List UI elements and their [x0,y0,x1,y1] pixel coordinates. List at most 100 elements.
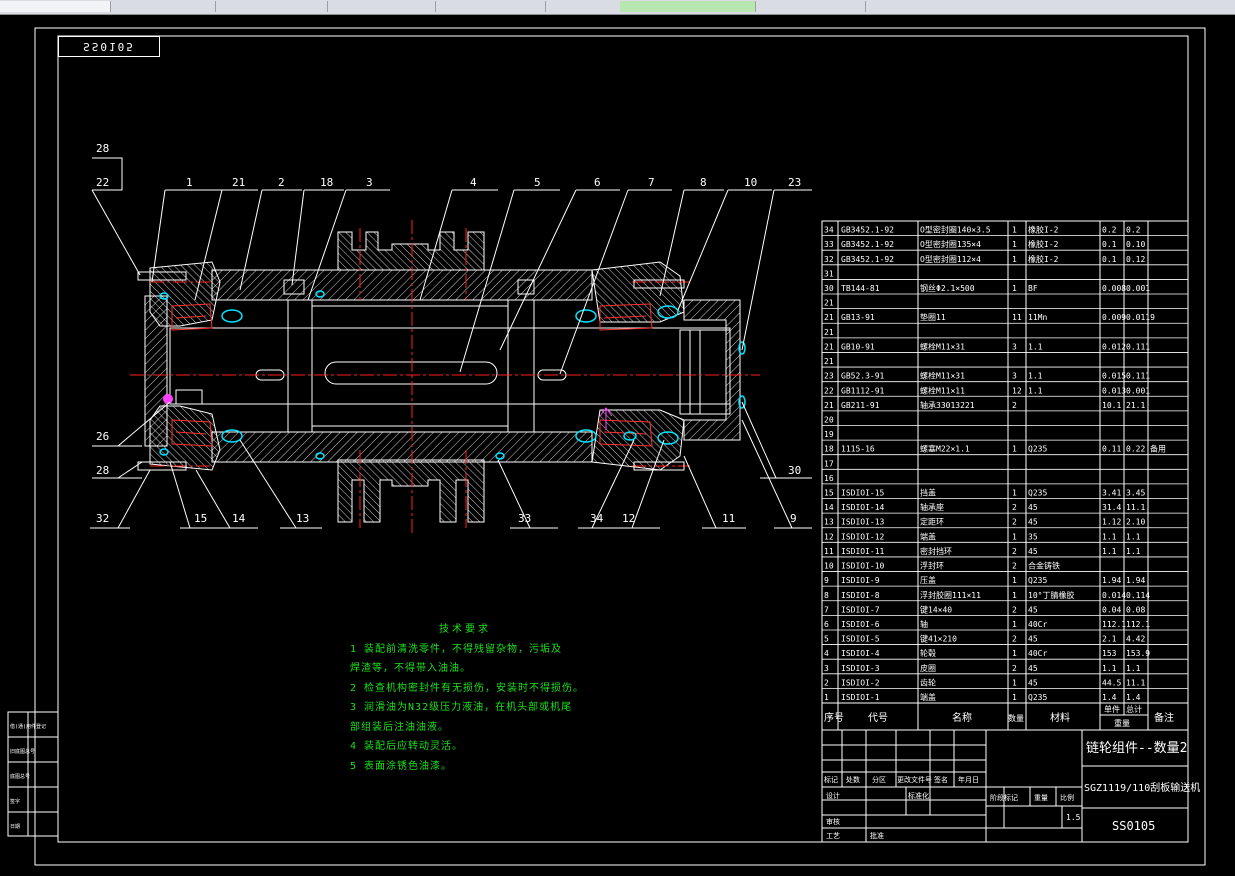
parts-cell-qty: 2 [1012,503,1017,512]
tab[interactable] [0,1,111,12]
tab[interactable] [327,1,436,12]
parts-cell-code: GB1112-91 [841,386,885,395]
balloon: 2 [278,176,285,189]
parts-cell-code: ISDIOI-3 [841,664,880,673]
parts-cell-no: 22 [824,386,834,395]
drawing-canvas[interactable]: 28 22 1 21 2 18 3 4 5 6 7 8 10 23 26 28 … [0,15,1210,872]
scale-value: 1.5 [1066,813,1081,822]
tab[interactable] [215,1,328,12]
parts-cell-no: 17 [824,459,834,468]
parts-cell-w1: 31.4 [1102,503,1121,512]
parts-cell-mat: 45 [1028,503,1038,512]
tab[interactable] [435,1,546,12]
header-material: 材料 [1050,711,1070,724]
balloon: 1 [186,176,193,189]
drawing-stamp: SS0105 [58,36,160,57]
parts-cell-qty: 1 [1012,693,1017,702]
parts-cell-code: GB3452.1-92 [841,255,894,264]
tab[interactable] [755,1,866,12]
vertical-scrollbar[interactable] [1210,15,1235,872]
parts-cell-mat: 40Cr [1028,620,1047,629]
parts-cell-qty: 1 [1012,649,1017,658]
parts-cell-code: ISDIOI-10 [841,562,885,571]
parts-cell-name: 轴 [920,619,928,629]
parts-cell-name: 垫圈11 [920,312,946,322]
parts-cell-w2: 3.45 [1126,489,1145,498]
parts-cell-no: 18 [824,445,834,454]
parts-cell-name: 键41×210 [920,634,957,644]
parts-cell-mat: 11Mn [1028,313,1047,322]
parts-cell-mat: 45 [1028,518,1038,527]
parts-list-header: 序号 代号 名称 数量 材料 单件 总计 重量 备注 [824,704,1174,728]
balloon: 5 [534,176,541,189]
parts-cell-code: ISDIOI-2 [841,678,880,687]
label-ratio: 比例 [1060,793,1074,802]
balloon: 8 [700,176,707,189]
label-standard: 标准化 [908,791,929,800]
parts-cell-no: 31 [824,269,834,278]
svg-text:借(通)用件登记: 借(通)用件登记 [10,723,46,730]
tab[interactable] [620,1,756,12]
parts-cell-qty: 2 [1012,518,1017,527]
parts-cell-qty: 3 [1012,372,1017,381]
balloon: 15 [194,512,207,525]
parts-cell-code: ISDIOI-13 [841,518,885,527]
leaders [90,157,812,529]
parts-cell-qty: 1 [1012,620,1017,629]
tab[interactable] [545,1,621,12]
parts-cell-mat: 橡胶I-2 [1028,239,1059,249]
balloon: 18 [320,176,333,189]
parts-cell-name: 端盖 [920,531,936,541]
parts-cell-mat: 45 [1028,547,1038,556]
plug-marker [163,394,173,404]
bolts [137,271,685,471]
parts-cell-name: 钢丝Φ2.1×500 [920,283,975,293]
parts-cell-qty: 1 [1012,240,1017,249]
parts-cell-mat: 40Cr [1028,649,1047,658]
parts-cell-no: 3 [824,664,829,673]
parts-cell-no: 6 [824,620,829,629]
svg-text:签字: 签字 [10,798,20,805]
tech-requirements-title: 技术要求 [439,624,491,635]
parts-cell-name: 密封挡环 [920,546,952,556]
parts-cell-qty: 2 [1012,635,1017,644]
parts-cell-code: ISDIOI-5 [841,635,880,644]
balloon: 11 [722,512,735,525]
parts-cell-name: 螺栓M11×11 [920,385,965,395]
parts-cell-name: 挡盖 [920,488,936,498]
label-stage: 阶段标记 [990,793,1018,802]
parts-cell-name: 轮毂 [920,648,936,658]
parts-cell-code: GB52.3-91 [841,372,885,381]
balloon: 13 [296,512,309,525]
parts-cell-w2: 0.001 [1126,284,1150,293]
parts-cell-name: 轴承座 [920,502,944,512]
parts-cell-code: ISDIOI-12 [841,532,885,541]
parts-cell-no: 21 [824,299,834,308]
parts-cell-mat: 1.1 [1028,386,1043,395]
parts-cell-no: 8 [824,591,829,600]
parts-cell-no: 19 [824,430,834,439]
parts-cell-w2: 2.10 [1126,518,1145,527]
label-weight: 重量 [1034,794,1048,802]
left-strip-labels: 借(通)用件登记 旧底图总号 底图总号 签字 日期 [10,723,46,830]
balloon: 22 [96,176,109,189]
parts-cell-w1: 1.12 [1102,518,1121,527]
parts-cell-code: ISDIOI-14 [841,503,885,512]
parts-cell-note: 备用 [1150,444,1166,454]
balloon-labels: 28 22 1 21 2 18 3 4 5 6 7 8 10 23 26 28 … [96,142,801,525]
parts-cell-mat: 45 [1028,605,1038,614]
label-date: 年月日 [958,775,979,784]
parts-cell-no: 12 [824,532,834,541]
balloon: 4 [470,176,477,189]
title-block-grid [821,729,1189,843]
header-code: 代号 [868,712,888,724]
header-unit-weight: 单件 [1104,704,1120,714]
parts-cell-w1: 0.1 [1102,255,1117,264]
balloon: 32 [96,512,109,525]
parts-cell-code: ISDIOI-11 [841,547,885,556]
parts-cell-w1: 1.1 [1102,664,1117,673]
parts-cell-code: 1115-16 [841,445,875,454]
parts-cell-w2: 11.1 [1126,678,1145,687]
tab[interactable] [110,1,216,12]
